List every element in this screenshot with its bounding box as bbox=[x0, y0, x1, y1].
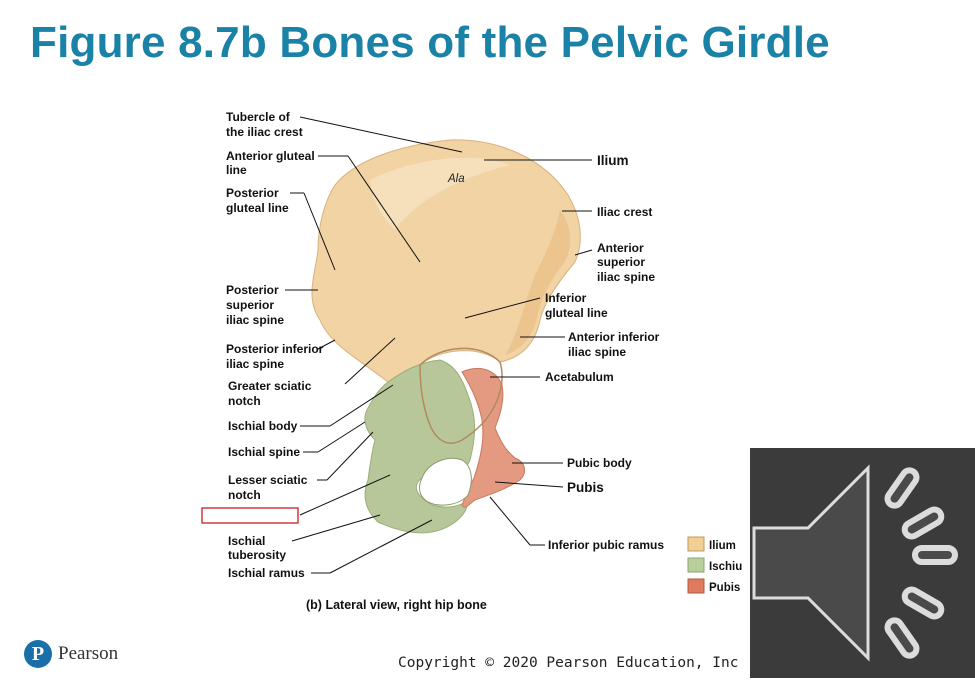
caption-text: Lateral view, right hip bone bbox=[322, 598, 487, 612]
label-piis-2: iliac spine bbox=[226, 357, 284, 371]
legend-swatch-ilium bbox=[687, 536, 705, 552]
label-inf-gluteal-1: Inferior bbox=[545, 291, 587, 305]
label-piis-1: Posterior inferior bbox=[226, 342, 324, 356]
label-tubercle-2: the iliac crest bbox=[226, 125, 303, 139]
caption-prefix: (b) bbox=[306, 598, 322, 612]
label-greater-notch-1: Greater sciatic bbox=[228, 379, 312, 393]
label-asis-2: superior bbox=[597, 255, 645, 269]
label-post-gluteal-1: Posterior bbox=[226, 186, 279, 200]
hip-bone-illustration bbox=[311, 139, 581, 534]
label-ischial-ramus: Ischial ramus bbox=[228, 566, 305, 580]
leader-lines bbox=[285, 116, 593, 574]
ilium-shading bbox=[505, 210, 571, 355]
acetabulum-rim bbox=[419, 347, 503, 444]
slide-title: Figure 8.7b Bones of the Pelvic Girdle bbox=[30, 18, 830, 67]
pearson-logo-mark: P bbox=[24, 640, 52, 668]
label-psis-1: Posterior bbox=[226, 283, 279, 297]
label-ischial-spine: Ischial spine bbox=[228, 445, 300, 459]
label-greater-notch-2: notch bbox=[228, 394, 261, 408]
left-labels: Tubercle of the iliac crest Anterior glu… bbox=[201, 110, 324, 580]
label-inf-pubic-ramus: Inferior pubic ramus bbox=[548, 538, 664, 552]
label-ant-gluteal-1: Anterior gluteal bbox=[226, 149, 315, 163]
ischium-region bbox=[364, 359, 476, 534]
pearson-logo-text: Pearson bbox=[58, 643, 119, 664]
legend-label-ischium: Ischiu bbox=[709, 561, 742, 573]
label-ischial-tuberosity-2: tuberosity bbox=[228, 548, 286, 562]
legend-label-ilium: Ilium bbox=[709, 540, 736, 552]
pubis-region bbox=[461, 368, 526, 508]
ilium-highlight bbox=[370, 157, 510, 230]
label-asis-1: Anterior bbox=[597, 241, 644, 255]
label-ilium: Ilium bbox=[597, 153, 629, 168]
copyright-notice: Copyright © 2020 Pearson Education, Inc bbox=[398, 655, 739, 671]
empty-answer-box bbox=[201, 507, 299, 524]
label-ischial-body: Ischial body bbox=[228, 419, 298, 433]
label-psis-2: superior bbox=[226, 298, 274, 312]
label-inf-gluteal-2: gluteal line bbox=[545, 306, 608, 320]
legend-swatch-pubis bbox=[687, 578, 705, 594]
legend: Ilium Ischiu Pubis bbox=[687, 536, 742, 594]
obturator-foramen bbox=[419, 457, 472, 506]
label-psis-3: iliac spine bbox=[226, 313, 284, 327]
right-labels: Ala Ilium Iliac crest Anterior superior … bbox=[447, 153, 664, 552]
audio-button[interactable] bbox=[750, 448, 975, 678]
label-iliac-crest: Iliac crest bbox=[597, 205, 652, 219]
pearson-logo: P Pearson bbox=[24, 640, 118, 668]
speaker-icon bbox=[752, 464, 958, 662]
figure-caption: (b) Lateral view, right hip bone bbox=[306, 598, 487, 612]
label-ala: Ala bbox=[447, 173, 465, 185]
legend-label-pubis: Pubis bbox=[709, 582, 740, 594]
label-lesser-notch-1: Lesser sciatic bbox=[228, 473, 308, 487]
label-lesser-notch-2: notch bbox=[228, 488, 261, 502]
label-post-gluteal-2: gluteal line bbox=[226, 201, 289, 215]
label-ant-gluteal-2: line bbox=[226, 163, 247, 177]
legend-swatch-ischium bbox=[687, 557, 705, 573]
label-aiis-1: Anterior inferior bbox=[568, 330, 660, 344]
label-pubis: Pubis bbox=[567, 480, 604, 495]
label-tubercle-1: Tubercle of bbox=[226, 110, 291, 124]
label-ischial-tuberosity-1: Ischial bbox=[228, 534, 265, 548]
label-asis-3: iliac spine bbox=[597, 270, 655, 284]
label-pubic-body: Pubic body bbox=[567, 456, 632, 470]
label-acetabulum: Acetabulum bbox=[545, 370, 614, 384]
label-aiis-2: iliac spine bbox=[568, 345, 626, 359]
